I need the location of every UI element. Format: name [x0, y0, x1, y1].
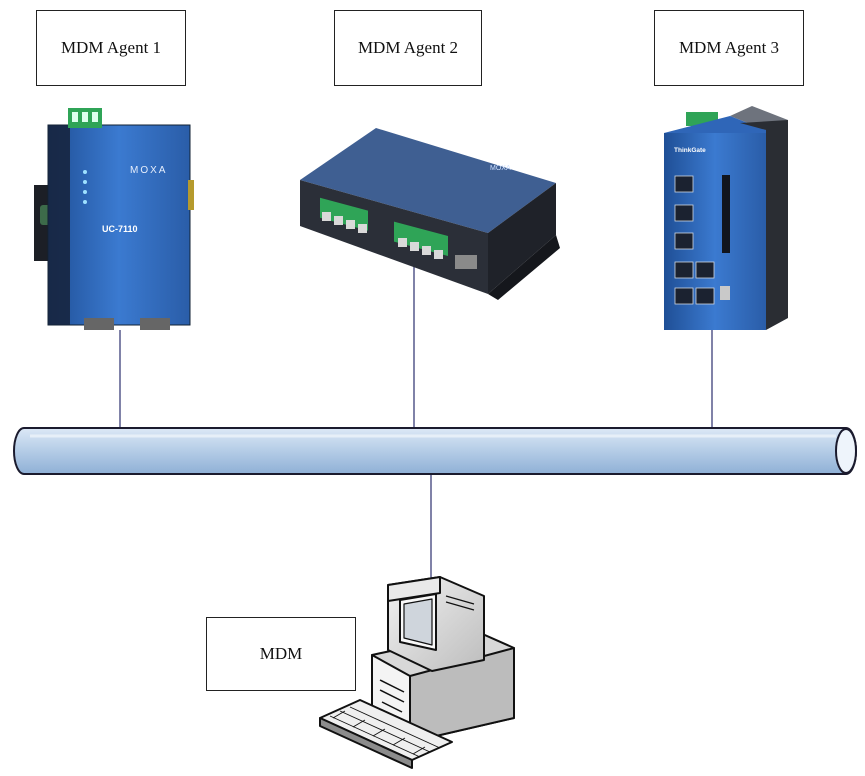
moxa-serial-device-server-icon: MOXA [300, 128, 560, 300]
network-bus-cylinder [13, 427, 857, 475]
mdm-label-box: MDM [206, 617, 356, 691]
agent-3-label: MDM Agent 3 [678, 38, 780, 57]
agent-1-label-box: MDM Agent 1 [36, 10, 186, 86]
svg-text:UC-7110: UC-7110 [102, 224, 138, 234]
agent-2-label: MDM Agent 2 [357, 38, 459, 57]
svg-text:MOXA: MOXA [130, 165, 167, 176]
mdm-label: MDM [259, 644, 303, 663]
moxa-thinkgate-din-rail-gateway-icon: ThinkGate [664, 106, 788, 330]
svg-text:MOXA: MOXA [490, 165, 511, 172]
agent-2-label-box: MDM Agent 2 [334, 10, 482, 86]
svg-text:ThinkGate: ThinkGate [674, 147, 706, 154]
agent-1-label: MDM Agent 1 [60, 38, 162, 57]
agent-3-label-box: MDM Agent 3 [654, 10, 804, 86]
moxa-uc-embedded-computer-icon: MOXA UC-7110 [34, 108, 194, 330]
desktop-computer-icon [319, 576, 515, 769]
